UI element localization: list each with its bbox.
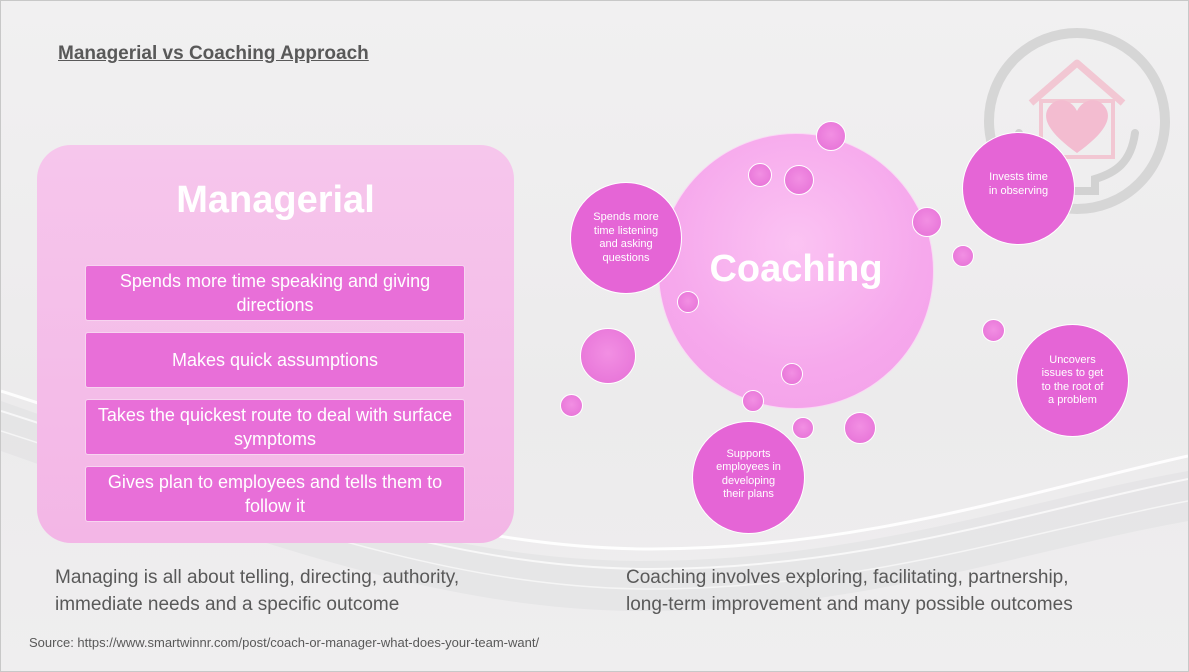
decorative-dot [781,363,803,385]
decorative-dot [784,165,814,195]
decorative-dot [677,291,699,313]
managerial-item: Makes quick assumptions [85,332,465,388]
bubble-text: time listening [593,224,659,237]
slide-title: Managerial vs Coaching Approach [58,43,369,64]
bubble-text: questions [602,251,650,264]
decorative-dot [792,417,814,439]
decorative-dot [982,319,1005,342]
managerial-caption-line: immediate needs and a specific outcome [55,594,400,615]
managerial-item: Gives plan to employees and tells them t… [85,466,465,522]
bubble-text: Spends more [593,211,659,223]
decorative-dot [816,121,846,151]
bubble-text: a problem [1048,394,1097,406]
coaching-caption: Coaching involves exploring, facilitatin… [626,564,1073,618]
coaching-caption-line: Coaching involves exploring, facilitatin… [626,567,1069,588]
bubble-text: developing [721,474,776,487]
coaching-heading: Coaching [709,248,883,290]
decorative-dot [952,245,974,267]
decorative-dot [912,207,942,237]
decorative-dot [844,412,876,444]
bubble-text: employees in [716,461,781,473]
managerial-item: Takes the quickest route to deal with su… [85,399,465,455]
decorative-dot [580,328,636,384]
bubble-text: their plans [723,488,774,500]
coaching-bubble-observing: Invests time in observing [962,132,1075,245]
managerial-item: Spends more time speaking and giving dir… [85,265,465,321]
bubble-text: Supports [726,447,771,460]
coaching-bubble-root-cause: Uncovers issues to get to the root of a … [1016,324,1129,437]
bubble-text: Uncovers [1049,353,1096,366]
managerial-heading: Managerial [176,179,375,221]
source-citation: Source: https://www.smartwinnr.com/post/… [29,635,540,650]
coaching-caption-line: long-term improvement and many possible … [626,594,1073,615]
coaching-bubble-supports: Supports employees in developing their p… [692,421,805,534]
decorative-dot [560,394,583,417]
managerial-caption: Managing is all about telling, directing… [55,564,459,618]
bubble-text: to the root of [1041,380,1104,393]
bubble-text: Invests time [989,171,1048,183]
bubble-text: and asking [599,238,653,250]
decorative-dot [748,163,772,187]
bubble-text: in observing [988,184,1049,197]
managerial-caption-line: Managing is all about telling, directing… [55,567,460,588]
managerial-panel: Managerial Spends more time speaking and… [37,145,514,543]
bubble-text: issues to get [1041,367,1104,379]
decorative-dot [742,390,764,412]
coaching-bubble-listening: Spends more time listening and asking qu… [570,182,682,294]
